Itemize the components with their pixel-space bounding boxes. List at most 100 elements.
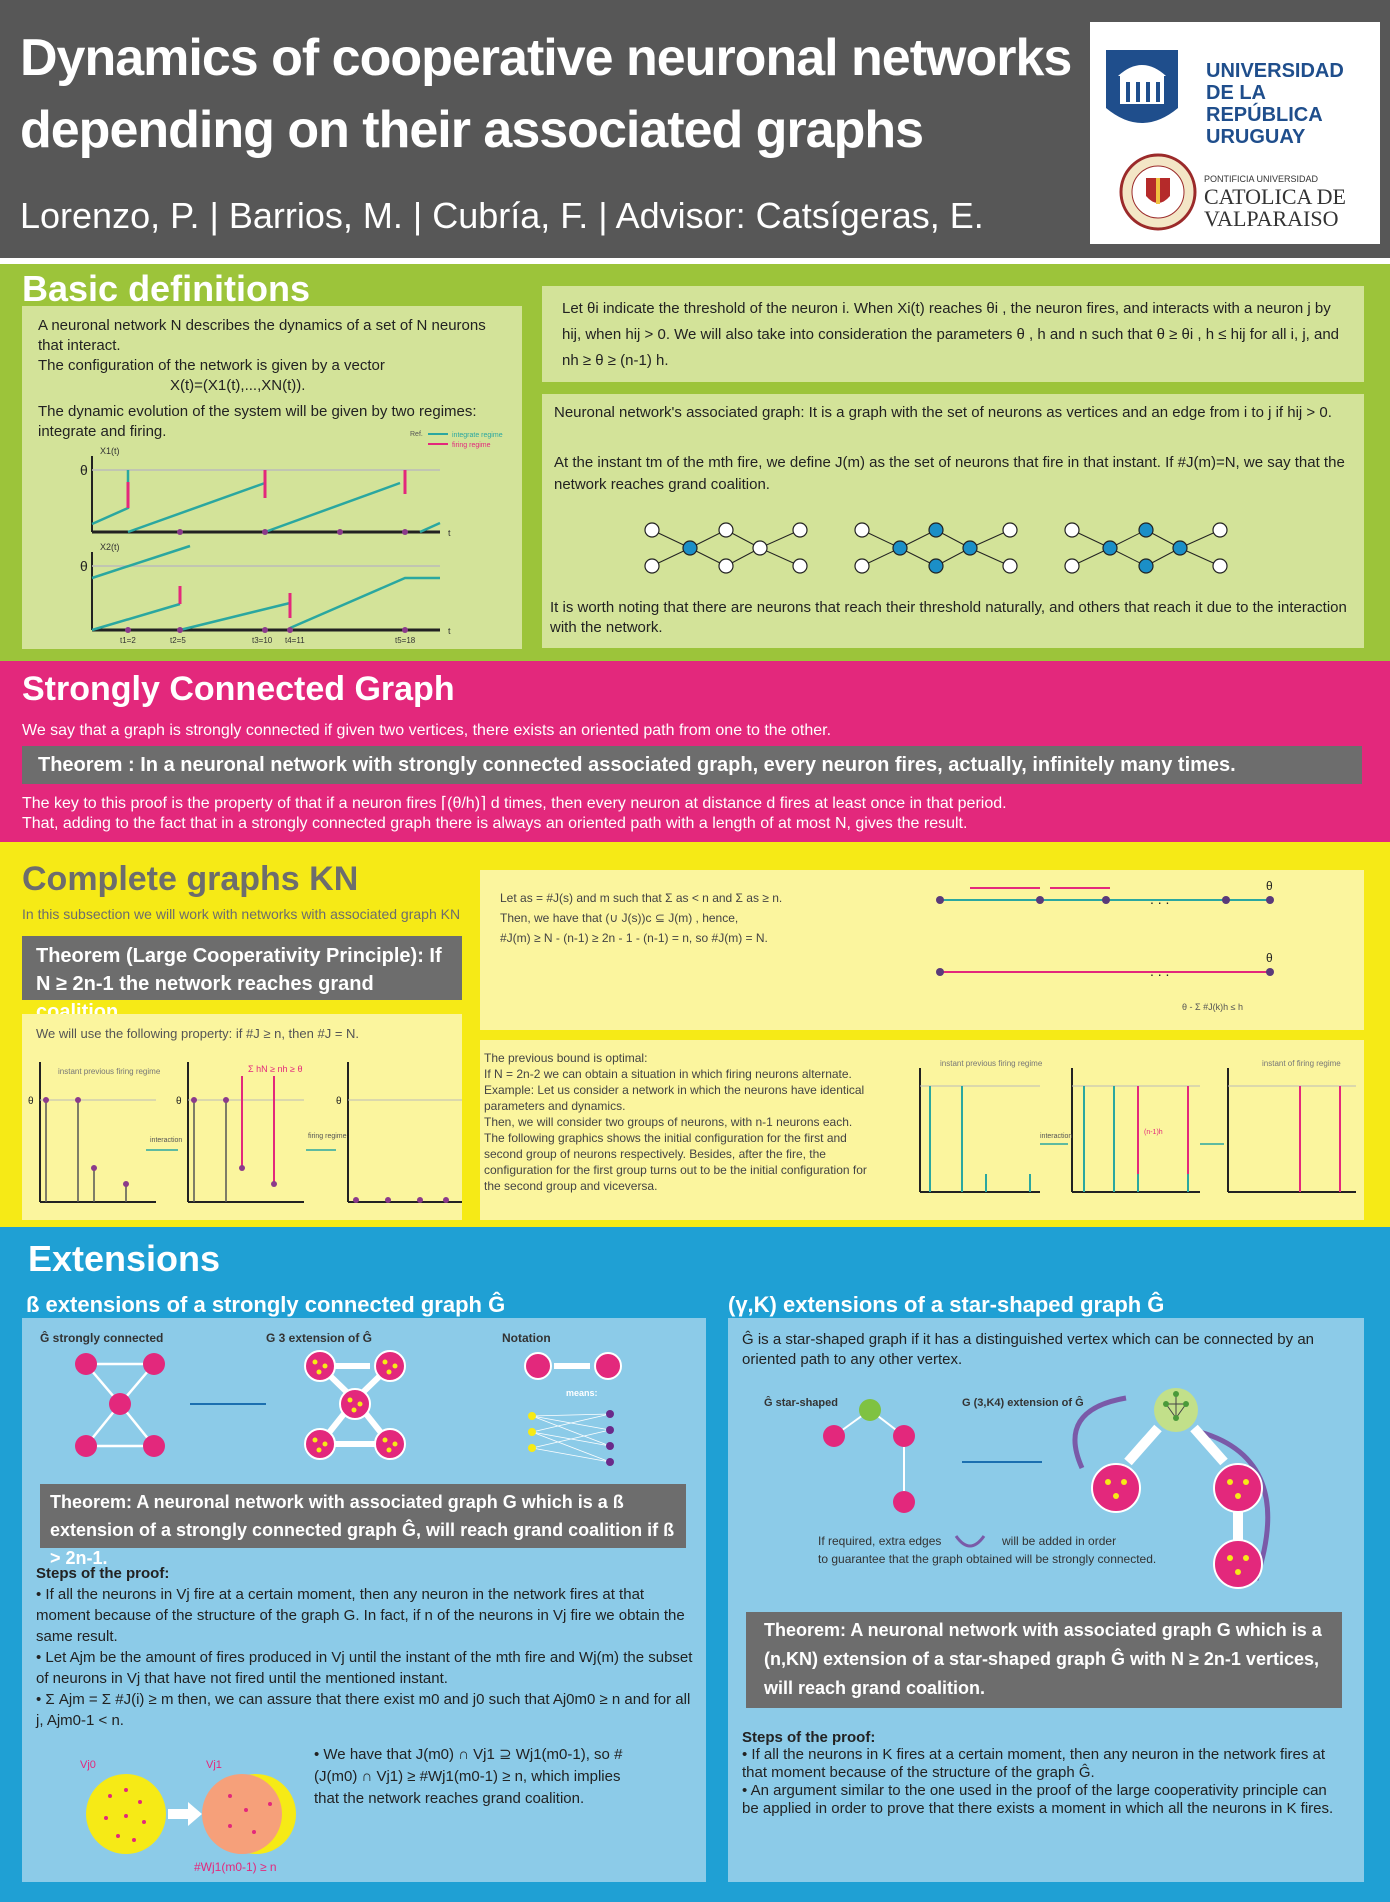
svg-text:. . .: . . . [1150, 891, 1169, 907]
ext-steps: • If all the neurons in Vj fire at a cer… [36, 1584, 696, 1731]
optimal-line-4: Then, we will consider two groups of neu… [484, 1115, 853, 1129]
bottom-formula: θ - Σ #J(k)h ≤ h [1182, 1002, 1243, 1012]
svg-text:θ: θ [336, 1096, 342, 1107]
venn-diagram: Vj0 Vj1 [80, 1759, 296, 1854]
svg-text:θ: θ [1266, 879, 1273, 893]
star-extension-diagram: Ĝ star-shaped G (3,K4) extension of Ĝ [764, 1388, 1271, 1589]
extra-edges-3: to guarantee that the graph obtained wil… [818, 1552, 1157, 1566]
optimal-line-1: The previous bound is optimal: [484, 1051, 648, 1065]
svg-text:θ: θ [1266, 951, 1273, 965]
basic-p1: A neuronal network N describes the dynam… [38, 317, 486, 354]
t3-label: t3=10 [252, 636, 273, 645]
beta-extension-diagram: Ĝ strongly connected G 3 extension of Ĝ … [40, 1330, 622, 1466]
graph-panel [542, 394, 1364, 648]
legend-integrate: integrate regime [452, 432, 503, 439]
t2-label: t2=5 [170, 636, 186, 645]
svg-text:. . .: . . . [1150, 963, 1169, 979]
lbl-g3: G 3 extension of Ĝ [266, 1330, 372, 1345]
threshold-text: Let θi indicate the threshold of the neu… [562, 300, 1340, 369]
complete-proof: Let as = #J(s) and m such that Σ as < n … [500, 888, 920, 948]
optimal-panel [480, 1040, 1364, 1220]
instant-of-label: instant of firing regime [1262, 1059, 1341, 1068]
t-label-2: t [448, 626, 451, 636]
ext-right-steps: • If all the neurons in K fires at a cer… [742, 1746, 1342, 1818]
ext-right-step-1: • If all the neurons in K fires at a cer… [742, 1746, 1326, 1781]
strong-proof-2: That, adding to the fact that in a stron… [22, 815, 968, 832]
threshold-panel [542, 286, 1364, 382]
ext-heading: Extensions [28, 1238, 221, 1279]
basic-p3: The dynamic evolution of the system will… [38, 403, 477, 440]
x2-label: X2(t) [100, 542, 120, 552]
basic-heading: Basic definitions [22, 268, 311, 309]
proof-line-3: #J(m) ≥ N - (n-1) ≥ 2n - 1 - (n-1) = n, … [500, 931, 768, 945]
ext-right-step-2: • An argument similar to the one used in… [742, 1782, 1334, 1817]
t4-label: t4=11 [285, 636, 305, 645]
complete-property: We will use the following property: if #… [36, 1026, 360, 1041]
udelar-logo-icon [1106, 50, 1178, 123]
x1-label: X1(t) [100, 446, 120, 456]
optimal-line-2: If N = 2n-2 we can obtain a situation in… [484, 1067, 852, 1081]
v-j1-label: Vj1 [206, 1759, 222, 1771]
basic-left-panel [22, 306, 522, 649]
interaction-label: interaction [150, 1137, 182, 1144]
basic-p2: The configuration of the network is give… [38, 357, 385, 374]
pucv-small: PONTIFICIA UNIVERSIDAD [1204, 174, 1319, 184]
strong-definition: We say that a graph is strongly connecte… [22, 722, 832, 739]
t5-label: t5=18 [395, 636, 416, 645]
proof-line-1: Let as = #J(s) and m such that Σ as < n … [500, 891, 783, 905]
strong-proof-1: The key to this proof is the property of… [22, 795, 1007, 812]
v-j0-label: Vj0 [80, 1759, 96, 1771]
regime-plot: Ref. integrate regime firing regime θ X1… [80, 431, 503, 645]
extra-edges-2: will be added in order [1002, 1534, 1117, 1548]
legend-firing: firing regime [452, 442, 491, 449]
ext-right-steps-title: Steps of the proof: [742, 1729, 876, 1746]
sum-label: Σ hN ≥ nh ≥ θ [248, 1064, 302, 1074]
ext-right-heading: (γ,K) extensions of a star-shaped graph … [728, 1292, 1165, 1317]
complete-subtitle: In this subsection we will work with net… [22, 906, 461, 922]
interaction-label-2: interaction [1040, 1133, 1072, 1140]
pucv-seal-icon [1119, 153, 1197, 231]
ext-steps-title: Steps of the proof: [36, 1565, 170, 1582]
optimal-line-5: The following graphics shows the initial… [484, 1131, 867, 1193]
n1h-label: (n-1)h [1144, 1129, 1163, 1136]
proof-line-2: Then, we have that (∪ J(s))c ⊆ J(m) , he… [500, 911, 739, 925]
firing-sequence-diagram: . . . θ . . . θ θ - Σ #J(k)h ≤ h [936, 879, 1274, 1012]
ext-right-panel [728, 1318, 1364, 1882]
udelar-name: UNIVERSIDAD DE LA REPÚBLICA URUGUAY [1206, 60, 1344, 148]
example-graphs [644, 522, 1228, 574]
ext-step-1: • If all the neurons in Vj fire at a cer… [36, 1586, 685, 1645]
strong-heading: Strongly Connected Graph [22, 670, 455, 708]
extra-edges-1: If required, extra edges [818, 1534, 942, 1548]
graph-text-3: It is worth noting that there are neuron… [550, 599, 1347, 636]
star-definition: Ĝ is a star-shaped graph if it has a dis… [742, 1331, 1314, 1368]
graph-text-1: Neuronal network's associated graph: It … [554, 404, 1332, 421]
ext-step-2: • Let Ajm be the amount of fires produce… [36, 1649, 693, 1687]
optimal-line-3: Example: Let us consider a network in wh… [484, 1083, 865, 1113]
ext-step-3: • Σ Ajm = Σ #J(i) ≥ m then, we can assur… [36, 1691, 691, 1729]
t-label-1: t [448, 528, 451, 538]
complete-theorem: Theorem (Large Cooperativity Principle):… [22, 936, 462, 1023]
logo-panel: UNIVERSIDAD DE LA REPÚBLICA URUGUAY PONT… [1090, 22, 1380, 244]
theta-label-2: θ [80, 558, 88, 574]
strong-theorem: Theorem : In a neuronal network with str… [22, 746, 1362, 784]
legend-ref: Ref. [410, 431, 423, 438]
lbl-strong: Ĝ strongly connected [40, 1330, 163, 1345]
pucv-name: CATOLICA DE VALPARAISO [1204, 184, 1346, 231]
lbl-star: Ĝ star-shaped [764, 1396, 838, 1409]
alternating-plots: instant previous firing regime instant o… [919, 1059, 1356, 1193]
ext-step-4: • We have that J(m0) ∩ Vj1 ⊇ Wj1(m0-1), … [314, 1746, 623, 1807]
poster-title: Dynamics of cooperative neuronal network… [20, 29, 1072, 159]
ext-right-theorem: Theorem: A neuronal network with associa… [746, 1612, 1342, 1708]
graph-text-2: At the instant tm of the mth fire, we de… [554, 454, 1345, 493]
svg-text:θ: θ [28, 1096, 34, 1107]
proof-panel [480, 870, 1364, 1030]
authors: Lorenzo, P. | Barrios, M. | Cubría, F. |… [20, 195, 984, 236]
w-label: #Wj1(m0-1) ≥ n [194, 1860, 277, 1874]
instant-prev-label-2: instant previous firing regime [940, 1059, 1043, 1068]
complete-heading: Complete graphs KN [22, 860, 359, 898]
firing-regime-label: firing regime [308, 1133, 347, 1140]
theta-label-1: θ [80, 462, 88, 478]
ext-left-theorem: Theorem: A neuronal network with associa… [40, 1484, 686, 1568]
svg-text:θ: θ [176, 1096, 182, 1107]
